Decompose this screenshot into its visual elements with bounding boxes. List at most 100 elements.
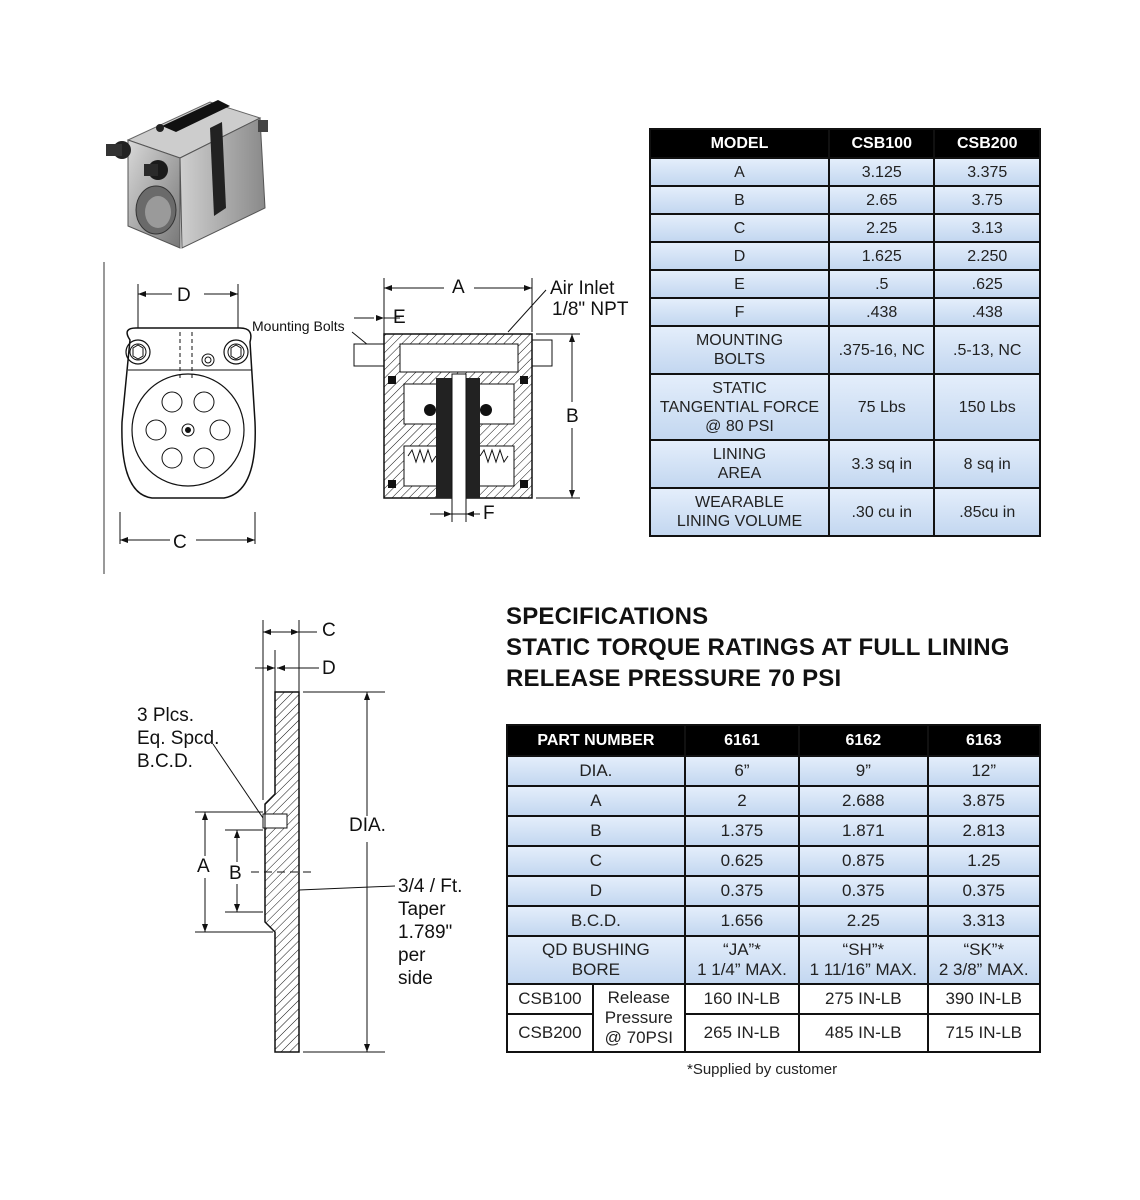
disc-view-drawing (195, 620, 396, 1053)
row-label: B (649, 185, 830, 215)
table-header-row: PART NUMBER 6161 6162 6163 (506, 724, 1041, 757)
row-label: E (649, 269, 830, 299)
cell-line: Pressure (604, 1008, 673, 1027)
cell-csb100: 3.3 sq in (827, 439, 936, 489)
section-label-f: F (483, 503, 495, 524)
cell-line: @ 70PSI (604, 1028, 673, 1047)
footnote: *Supplied by customer (687, 1061, 838, 1078)
row-label-line: WEARABLE (695, 494, 784, 511)
cell-6161: 6” (683, 755, 801, 787)
row-label: WEARABLE LINING VOLUME (649, 487, 830, 537)
cell-model: CSB100 (506, 983, 594, 1015)
section-label-air-inlet-2: 1/8" NPT (552, 299, 629, 320)
table-row: CSB200 265 IN-LB 485 IN-LB 715 IN-LB (506, 1013, 1041, 1053)
table-row: LINING AREA 3.3 sq in 8 sq in (649, 439, 1041, 489)
row-label-line: MOUNTING (695, 332, 784, 349)
cell-6161: 0.375 (683, 875, 801, 907)
front-view-drawing (103, 262, 256, 574)
row-label: D (649, 241, 830, 271)
cell-csb200: 8 sq in (933, 439, 1041, 489)
disc-label-dia: DIA. (349, 815, 386, 836)
cell-csb200: 3.13 (933, 213, 1041, 243)
cell-csb200: 3.375 (933, 157, 1041, 187)
row-label-line: BOLTS (713, 351, 766, 368)
row-label-line: QD BUSHING (542, 940, 650, 959)
cell-6161: 0.625 (683, 845, 801, 877)
disc-label-b: B (229, 863, 242, 884)
cell-6161: 1.375 (683, 815, 801, 847)
section-label-b: B (566, 406, 579, 427)
cell-6162: 275 IN-LB (798, 983, 929, 1015)
cell-6161: 2 (683, 785, 801, 817)
cell-6163: 1.25 (926, 845, 1041, 877)
cell-line: Release (607, 988, 670, 1007)
row-label: LINING AREA (649, 439, 830, 489)
front-view-label-c: C (173, 532, 187, 553)
row-label-line: LINING (712, 446, 767, 463)
cell-csb100: 3.125 (827, 157, 936, 187)
disc-label-taper-3: 1.789" (398, 922, 453, 943)
cell-6161: 1.656 (683, 905, 801, 937)
cell-6162: “SH”*1 11/16” MAX. (798, 935, 929, 985)
cell-6162: 2.688 (798, 785, 929, 817)
cell-csb100: .375-16, NC (827, 325, 936, 375)
row-label: C (506, 845, 686, 877)
section-view-drawing (351, 278, 580, 522)
cell-6163: 3.313 (926, 905, 1041, 937)
specs-title-line2: STATIC TORQUE RATINGS AT FULL LINING (506, 634, 1010, 661)
cell-6162: 1.871 (798, 815, 929, 847)
header-csb200: CSB200 (933, 128, 1041, 159)
cell-csb200: 3.75 (933, 185, 1041, 215)
disc-label-taper-1: 3/4 / Ft. (398, 876, 463, 897)
cell-6161: 265 IN-LB (683, 1013, 801, 1053)
disc-label-taper-5: side (398, 968, 433, 989)
cell-csb200: .625 (933, 269, 1041, 299)
row-label: C (649, 213, 830, 243)
cell-6163: 715 IN-LB (926, 1013, 1041, 1053)
cell-line: “SH”* (842, 940, 885, 959)
front-view-label-d: D (177, 285, 191, 306)
cell-line: “SK”* (963, 940, 1005, 959)
header-part-number: PART NUMBER (506, 724, 686, 757)
row-label-line: TANGENTIAL FORCE (659, 398, 820, 416)
cell-csb200: 150 Lbs (933, 373, 1041, 441)
header-6163: 6163 (926, 724, 1041, 757)
row-label: F (649, 297, 830, 327)
disc-label-taper-4: per (398, 945, 426, 966)
row-label: B.C.D. (506, 905, 686, 937)
cell-6161: “JA”*1 1/4” MAX. (683, 935, 801, 985)
cell-6162: 485 IN-LB (798, 1013, 929, 1053)
cell-csb100: .438 (827, 297, 936, 327)
cell-6162: 2.25 (798, 905, 929, 937)
header-csb100: CSB100 (827, 128, 936, 159)
disc-label-plcs-3: B.C.D. (137, 751, 193, 772)
row-label: A (649, 157, 830, 187)
cell-csb100: 2.65 (827, 185, 936, 215)
cell-6162: 0.875 (798, 845, 929, 877)
cell-csb100: 2.25 (827, 213, 936, 243)
disc-label-plcs-2: Eq. Spcd. (137, 728, 220, 749)
cell-6161: 160 IN-LB (683, 983, 801, 1015)
row-label-line: AREA (717, 465, 762, 482)
section-label-a: A (452, 277, 465, 298)
cell-6163: “SK”*2 3/8” MAX. (926, 935, 1041, 985)
cell-6162: 9” (798, 755, 929, 787)
row-label-line: LINING VOLUME (676, 513, 803, 530)
cell-model: CSB200 (506, 1013, 594, 1053)
disc-label-taper-2: Taper (398, 899, 446, 920)
row-label: DIA. (506, 755, 686, 787)
disc-label-c: C (322, 620, 336, 641)
